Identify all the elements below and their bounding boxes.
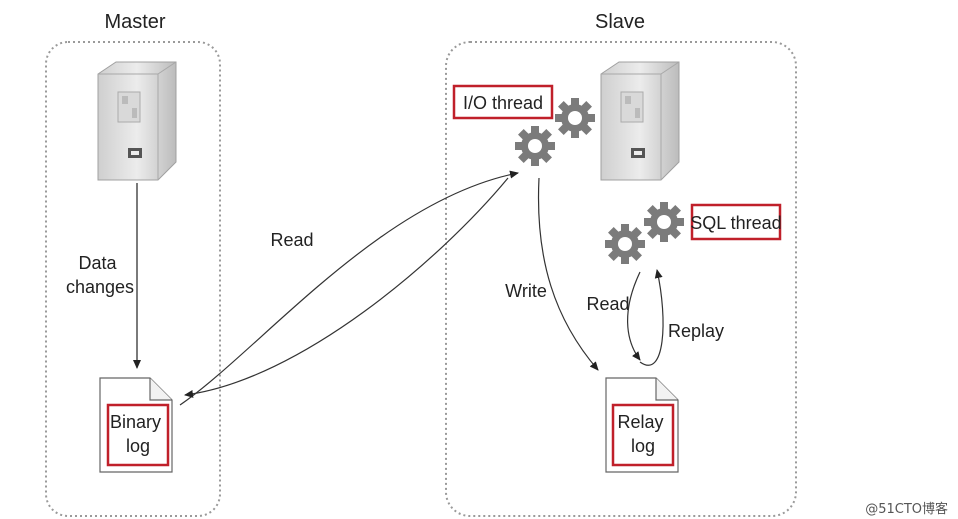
binary-log-line1: Binary <box>110 412 161 432</box>
watermark: @51CTO博客 <box>865 502 948 517</box>
read-request-arrow <box>179 170 519 406</box>
slave-container <box>445 41 797 517</box>
replay-arrow <box>639 269 664 366</box>
data-changes-line2: changes <box>66 277 134 297</box>
io-thread-gear-large-icon <box>515 126 555 166</box>
binary-log-line2: log <box>126 436 150 456</box>
relay-log-line1: Relay <box>617 412 663 432</box>
read-response-arrow <box>184 177 509 398</box>
data-changes-line1: Data <box>78 253 117 273</box>
binary-log-highlight <box>106 403 170 467</box>
read-link-label: Read <box>270 230 313 250</box>
write-label: Write <box>505 281 547 301</box>
master-container <box>45 41 221 517</box>
relay-log-label: Relay log <box>617 412 668 456</box>
relay-log-line2: log <box>631 436 655 456</box>
sql-read-label: Read <box>586 294 629 314</box>
relay-log-highlight <box>611 403 675 467</box>
sql-thread-gear-small-icon <box>644 202 684 242</box>
slave-title: Slave <box>595 11 645 33</box>
sql-thread-label: SQL thread <box>690 213 781 233</box>
io-thread-highlight <box>452 84 554 120</box>
replay-label: Replay <box>668 321 724 341</box>
sql-read-arrow <box>627 271 641 361</box>
master-title: Master <box>104 11 165 33</box>
sql-thread-gear-large-icon <box>605 224 645 264</box>
sql-thread-highlight <box>690 203 782 241</box>
slave-server-icon <box>600 61 680 181</box>
io-thread-gear-small-icon <box>555 98 595 138</box>
data-changes-label: Data changes <box>66 253 134 297</box>
binary-log-label: Binary log <box>110 412 166 456</box>
master-server-icon <box>97 61 177 181</box>
write-arrow <box>537 177 599 371</box>
io-thread-label: I/O thread <box>463 93 543 113</box>
